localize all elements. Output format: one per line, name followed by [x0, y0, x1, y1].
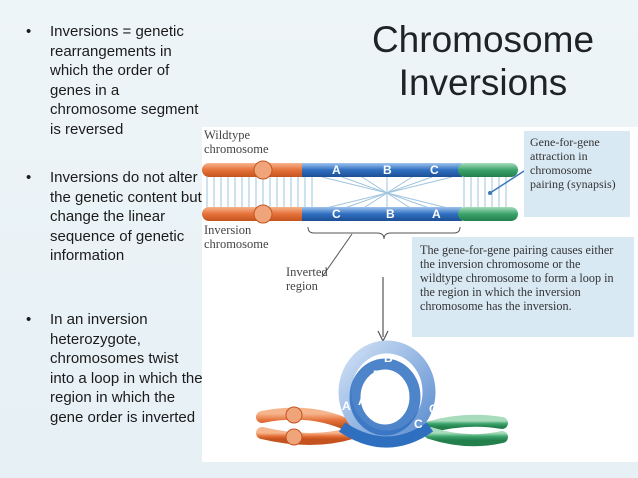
bullet-dot: •	[26, 311, 32, 328]
pairing-lines	[206, 177, 507, 209]
top-gene-a: A	[332, 163, 341, 177]
top-gene-c: C	[430, 163, 439, 177]
inverted-region-bracket	[307, 226, 461, 240]
inversion-chromosome	[202, 204, 518, 224]
bottom-gene-b: B	[386, 207, 395, 221]
gene-letters: A B C C B A B A C B A C	[332, 163, 441, 431]
loop-callout: The gene-for-gene pairing causes either …	[412, 237, 634, 337]
inversion-label: Inversion chromosome	[204, 223, 269, 251]
inversion-diagram: A B C C B A B A C B A C	[202, 160, 525, 448]
inverted-region-pointer	[321, 233, 353, 278]
loop-inner-gene-c: C	[414, 417, 423, 431]
bullet-dot: •	[26, 23, 32, 40]
bullet-item: • Inversions = genetic rearrangements in…	[18, 22, 203, 139]
pairing-callout-pointer	[489, 170, 525, 194]
inversion-loop	[256, 340, 508, 448]
inverted-region-label: Inverted region	[286, 265, 328, 293]
bullet-text: Inversions do not alter the genetic cont…	[50, 169, 202, 264]
wildtype-label: Wildtype chromosome	[204, 128, 269, 156]
loop-outer-gene-a: A	[342, 399, 351, 413]
pairing-callout: Gene-for-gene attraction in chromosome p…	[524, 131, 630, 217]
loop-outer-gene-c: C	[429, 402, 438, 416]
wildtype-chromosome	[202, 160, 518, 180]
bullet-item: • In an inversion heterozygote, chromoso…	[18, 310, 203, 427]
loop-inner-gene-a: A	[358, 394, 367, 408]
inverted-cross-lines	[321, 176, 453, 210]
top-gene-b: B	[383, 163, 392, 177]
bullet-text: In an inversion heterozygote, chromosome…	[50, 311, 203, 426]
bullet-item: • Inversions do not alter the genetic co…	[18, 168, 203, 266]
bullet-dot: •	[26, 169, 32, 186]
bottom-gene-a: A	[432, 207, 441, 221]
bottom-gene-c: C	[332, 207, 341, 221]
loop-inner-gene-b: B	[373, 368, 382, 382]
bullet-text: Inversions = genetic rearrangements in w…	[50, 23, 199, 138]
loop-outer-gene-b: B	[384, 351, 393, 365]
slide-title: Chromosome Inversions	[371, 19, 595, 103]
inversion-figure: A B C C B A B A C B A C Wildtype chromos…	[202, 127, 638, 462]
